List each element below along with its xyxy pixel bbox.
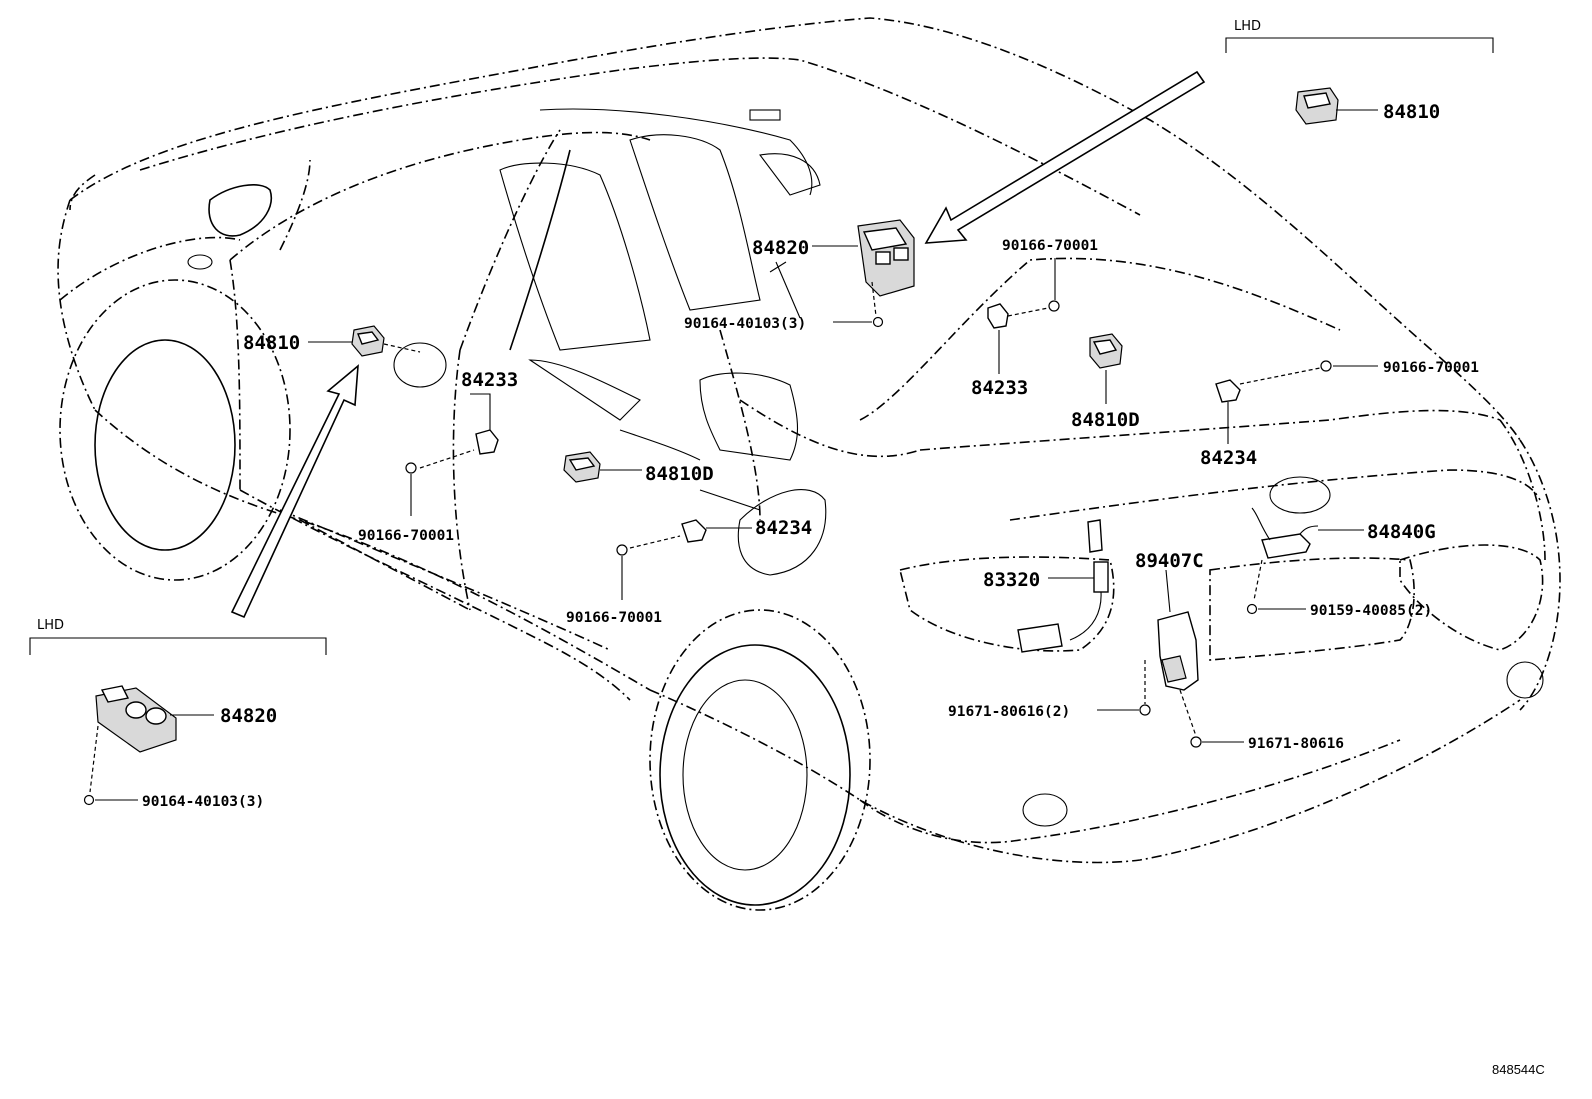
bolt-90159 bbox=[1246, 603, 1306, 615]
callout-84810-top: 84810 bbox=[1383, 101, 1440, 123]
lhd-bracket-top-right bbox=[1225, 37, 1494, 53]
callout-84234-center: 84234 bbox=[755, 517, 812, 539]
callout-84840g: 84840G bbox=[1367, 521, 1436, 543]
callout-90164-bottom: 90164-40103(3) bbox=[142, 794, 264, 810]
callout-84234-right: 84234 bbox=[1200, 447, 1257, 469]
callout-84810-left: 84810 bbox=[243, 332, 300, 354]
part-84840g-opener-switch bbox=[1251, 507, 1364, 601]
leader-84810d-center bbox=[699, 489, 761, 511]
diagram-reference-code: 848544C bbox=[1492, 1062, 1545, 1077]
leader-84820b bbox=[769, 261, 787, 273]
leader-84820 bbox=[775, 261, 801, 319]
bolt-90166-center bbox=[616, 544, 628, 600]
part-84810d-right-switch bbox=[1089, 333, 1123, 369]
front-wheel bbox=[59, 279, 291, 581]
bolt-90166-right bbox=[1239, 360, 1378, 385]
part-84233-right-switch bbox=[987, 303, 1009, 329]
part-89407c-sensor bbox=[1157, 569, 1199, 737]
rear-wheel bbox=[649, 609, 871, 911]
bolt-90166-left bbox=[405, 462, 417, 516]
leader-84233-left bbox=[470, 393, 491, 430]
part-84234-right-switch bbox=[1215, 379, 1241, 403]
part-84233-left-switch bbox=[419, 429, 499, 469]
bolt-91671-2 bbox=[1097, 660, 1151, 716]
part-84810-lhd-switch bbox=[1295, 87, 1378, 125]
callout-90159: 90159-40085(2) bbox=[1310, 603, 1432, 619]
callout-84233-right: 84233 bbox=[971, 377, 1028, 399]
part-84820-master-switch bbox=[812, 219, 915, 317]
callout-89407c: 89407C bbox=[1135, 550, 1204, 572]
callout-84820-center: 84820 bbox=[752, 237, 809, 259]
callout-90164-center: 90164-40103(3) bbox=[684, 316, 806, 332]
part-84820-lhd-master-switch bbox=[89, 685, 214, 793]
car-body-outline bbox=[57, 17, 1561, 864]
callout-90166-left: 90166-70001 bbox=[358, 528, 454, 544]
part-83320-sensor bbox=[1017, 519, 1109, 653]
bolt-91671 bbox=[1190, 736, 1244, 748]
bolt-90164-center bbox=[833, 316, 884, 328]
callout-90166-center: 90166-70001 bbox=[566, 610, 662, 626]
part-84810-left-switch bbox=[308, 325, 421, 357]
lhd-label-bottom-left: LHD bbox=[37, 618, 64, 633]
callout-84810d-center: 84810D bbox=[645, 463, 714, 485]
lhd-bracket-bottom-left bbox=[29, 637, 327, 655]
pointer-arrow-bottom-left bbox=[230, 364, 359, 619]
pointer-arrow-top-right bbox=[924, 70, 1206, 244]
bolt-90164-bottom bbox=[83, 794, 138, 806]
part-84810d-center-switch bbox=[563, 451, 642, 483]
bolt-90166-top bbox=[1007, 300, 1060, 317]
callout-90166-top: 90166-70001 bbox=[1002, 238, 1098, 254]
callout-84810d-right: 84810D bbox=[1071, 409, 1140, 431]
callout-84820-bottom: 84820 bbox=[220, 705, 277, 727]
callout-91671-2: 91671-80616(2) bbox=[948, 704, 1070, 720]
lhd-label-top-right: LHD bbox=[1234, 19, 1261, 34]
callout-83320: 83320 bbox=[983, 569, 1040, 591]
callout-91671: 91671-80616 bbox=[1248, 736, 1344, 752]
part-84234-center-switch bbox=[629, 519, 752, 549]
callout-84233-left: 84233 bbox=[461, 369, 518, 391]
callout-90166-right: 90166-70001 bbox=[1383, 360, 1479, 376]
